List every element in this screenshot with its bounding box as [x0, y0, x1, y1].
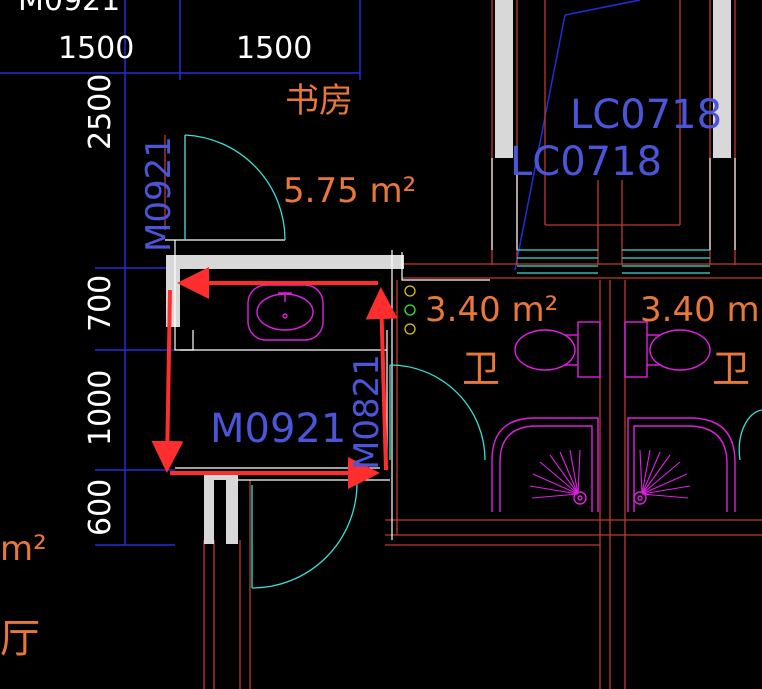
dim-600: 600 — [83, 479, 118, 536]
dim-700: 700 — [83, 275, 118, 332]
left-name-partial: 厅 — [0, 616, 40, 662]
dimension-lines — [0, 0, 641, 546]
red-arrow-icon — [151, 267, 398, 489]
bath-left-name: 卫 — [462, 347, 500, 391]
dim-top-left: 1500 — [58, 31, 134, 66]
window-code-b: LC0718 — [510, 139, 662, 185]
dim-2500: 2500 — [83, 74, 118, 150]
wall-fills — [166, 0, 731, 544]
door-code-center: M0921 — [210, 406, 346, 452]
floor-drain-icon — [404, 285, 416, 335]
study-room-area: 5.75 m² — [283, 171, 416, 211]
bath-right-name: 卫 — [712, 347, 750, 391]
door-code-vertical: M0921 — [139, 136, 179, 252]
door-swings — [184, 134, 762, 589]
dim-top-partial: M0921 — [18, 0, 120, 18]
dim-top-right: 1500 — [236, 31, 312, 66]
left-area-partial: m² — [0, 529, 47, 569]
door-code-small: M0821 — [347, 354, 387, 470]
window-code-a: LC0718 — [570, 92, 722, 138]
shower-icon — [491, 417, 736, 512]
room-labels: 书房 5.75 m² 3.40 m² 3.40 m 卫 卫 m² 厅 — [0, 81, 760, 662]
code-labels: M0921 M0921 M0821 LC0718 LC0718 — [139, 92, 722, 470]
study-room-name: 书房 — [285, 81, 353, 121]
window-lines — [517, 249, 710, 274]
dimension-labels: M0921 1500 1500 2500 700 1000 600 — [18, 0, 312, 536]
toilet-icon — [514, 321, 711, 378]
dim-1000: 1000 — [83, 370, 118, 446]
wash-basin-icon — [247, 284, 324, 341]
bath-left-area: 3.40 m² — [425, 290, 558, 330]
bath-right-area: 3.40 m — [640, 290, 760, 330]
